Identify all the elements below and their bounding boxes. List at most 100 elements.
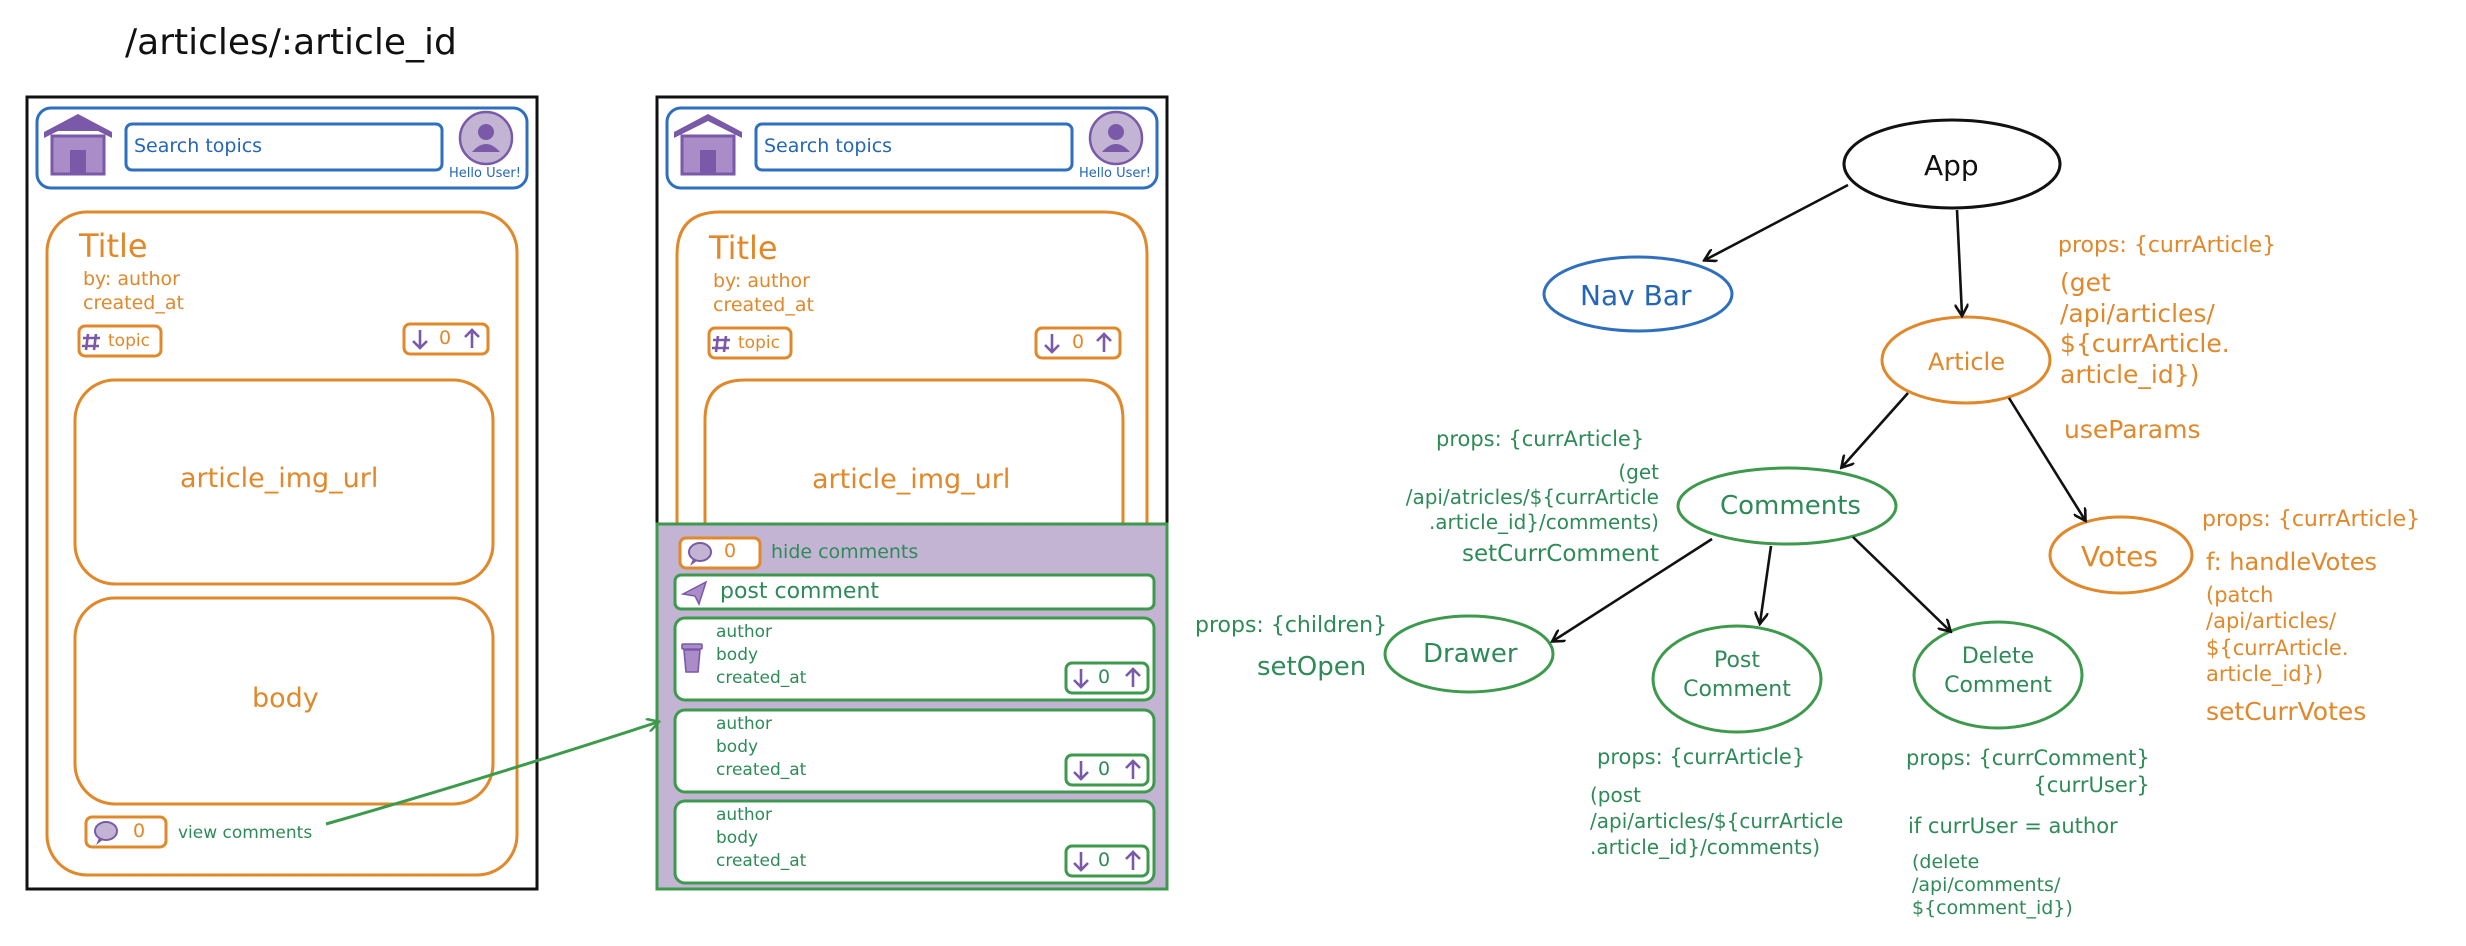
- search-input-right[interactable]: Search topics: [764, 135, 893, 157]
- image-box-right: [703, 378, 1125, 525]
- arrow-up-icon[interactable]: [1125, 667, 1141, 687]
- comment-bubble-icon: [94, 821, 118, 845]
- article-card-left: [45, 210, 519, 877]
- drawer-state: setOpen: [1257, 652, 1367, 682]
- vote-box-right: [1034, 326, 1122, 360]
- node-comments: [1676, 466, 1898, 546]
- user-avatar-icon[interactable]: [458, 110, 514, 166]
- node-app-label: App: [1924, 149, 1979, 182]
- delete-fetch: (delete /api/comments/ ${comment_id}): [1912, 851, 2073, 919]
- comment-author: author: [716, 714, 773, 734]
- post-comment-bar[interactable]: [673, 573, 1156, 611]
- comment-body: body: [716, 828, 759, 848]
- node-post-comment-label: Post Comment: [1683, 648, 1791, 702]
- article-body-left: body: [252, 683, 319, 714]
- drawer-props: props: {children}: [1195, 613, 1388, 638]
- tree-edges: [1553, 183, 2085, 641]
- comment-card-2: [673, 708, 1156, 794]
- arrow-up-icon[interactable]: [1096, 332, 1112, 352]
- node-post-comment: [1651, 624, 1823, 734]
- post-fetch: (post /api/articles/${currArticle .artic…: [1590, 783, 1844, 859]
- view-comments-arrow: [325, 722, 658, 826]
- navbar-right: [665, 106, 1159, 190]
- node-votes-label: Votes: [2081, 540, 2158, 573]
- post-comment-label[interactable]: post comment: [720, 579, 880, 604]
- post-props: props: {currArticle}: [1597, 745, 1806, 769]
- node-comments-label: Comments: [1720, 491, 1861, 521]
- comment-body: body: [716, 737, 759, 757]
- node-votes: [2048, 515, 2194, 595]
- comment-author: author: [716, 805, 773, 825]
- view-comments-link[interactable]: view comments: [178, 823, 313, 843]
- node-article-label: Article: [1928, 348, 2005, 376]
- user-avatar-icon[interactable]: [1088, 110, 1144, 166]
- search-input-right-box: [754, 122, 1074, 172]
- article-author-left: by: author: [83, 268, 180, 290]
- arrow-down-icon[interactable]: [412, 330, 428, 350]
- search-input-left-box: [124, 122, 444, 172]
- comment-votes: 0: [1098, 758, 1111, 780]
- home-icon[interactable]: [44, 114, 112, 176]
- vote-count-right: 0: [1072, 331, 1085, 353]
- votes-state: setCurrVotes: [2206, 697, 2367, 726]
- article-img-right: article_img_url: [812, 464, 1011, 495]
- image-box-left: [73, 378, 495, 586]
- vote-count-left: 0: [439, 327, 452, 349]
- arrow-up-icon[interactable]: [1125, 850, 1141, 870]
- node-navbar: [1542, 255, 1734, 333]
- comment-card-3: [673, 799, 1156, 885]
- topic-label-right: topic: [738, 333, 780, 353]
- hash-icon: [712, 335, 730, 353]
- comment-votes: 0: [1098, 666, 1111, 688]
- delete-props: props: {currComment} {currUser}: [1906, 746, 2150, 798]
- votes-props: props: {currArticle}: [2202, 507, 2421, 532]
- hash-icon: [82, 333, 100, 351]
- send-icon: [680, 580, 708, 606]
- hello-user-right: Hello User!: [1079, 166, 1151, 181]
- comment-vote-box-1: [1064, 661, 1150, 695]
- article-title-left: Title: [79, 227, 148, 265]
- arrow-down-icon[interactable]: [1073, 669, 1089, 689]
- article-created-left: created_at: [83, 292, 184, 314]
- topic-chip-left[interactable]: [77, 324, 163, 358]
- article-fetch: (get /api/articles/ ${currArticle. artic…: [2060, 268, 2230, 389]
- comment-author: author: [716, 622, 773, 642]
- node-app: [1842, 118, 2062, 210]
- article-created-right: created_at: [713, 294, 814, 316]
- comment-created: created_at: [716, 760, 807, 780]
- node-delete-comment-label: Delete Comment: [1944, 644, 2052, 698]
- arrow-down-icon[interactable]: [1073, 761, 1089, 781]
- comments-props: props: {currArticle}: [1436, 427, 1645, 451]
- topic-label-left: topic: [108, 331, 150, 351]
- hello-user-left: Hello User!: [449, 166, 521, 181]
- comment-created: created_at: [716, 668, 807, 688]
- navbar-left: [35, 106, 529, 190]
- search-input-left[interactable]: Search topics: [134, 135, 263, 157]
- trash-icon[interactable]: [681, 643, 703, 673]
- route-heading: /articles/:article_id: [125, 22, 457, 63]
- node-drawer-label: Drawer: [1423, 639, 1518, 669]
- phone-frame-left: [25, 95, 539, 891]
- arrow-up-icon[interactable]: [464, 328, 480, 348]
- article-title-right: Title: [709, 229, 778, 267]
- comments-state: setCurrComment: [1462, 541, 1659, 567]
- arrow-down-icon[interactable]: [1044, 334, 1060, 354]
- drawer-comment-count: 0: [724, 540, 737, 562]
- topic-chip-right[interactable]: [707, 326, 793, 360]
- home-icon[interactable]: [674, 114, 742, 176]
- arrow-down-icon[interactable]: [1073, 852, 1089, 872]
- node-delete-comment: [1912, 620, 2084, 730]
- comment-card-1: [673, 616, 1156, 702]
- arrow-up-icon[interactable]: [1125, 759, 1141, 779]
- node-navbar-label: Nav Bar: [1580, 279, 1692, 312]
- article-author-right: by: author: [713, 270, 810, 292]
- vote-box-left: [402, 322, 490, 356]
- comment-votes: 0: [1098, 849, 1111, 871]
- article-card-right: [675, 210, 1149, 525]
- votes-fetch: (patch /api/articles/ ${currArticle. art…: [2206, 583, 2349, 686]
- comment-count-left: 0: [133, 820, 146, 842]
- article-props: props: {currArticle}: [2058, 233, 2277, 258]
- comment-count-box-left[interactable]: [84, 815, 168, 849]
- hide-comments-link[interactable]: hide comments: [771, 541, 919, 563]
